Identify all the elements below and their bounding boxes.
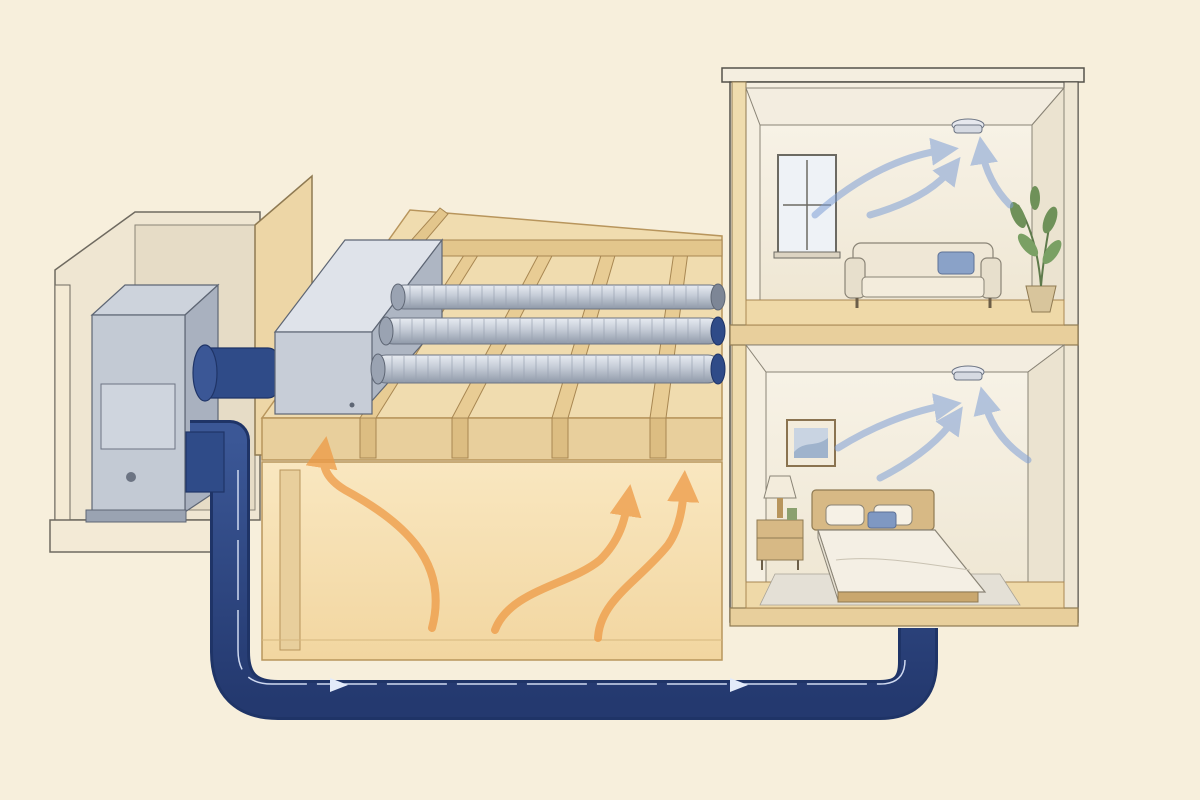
return-arrow-2 — [730, 678, 748, 692]
bed — [811, 489, 987, 603]
lower-air-arrow-2 — [876, 406, 963, 482]
upper-air-arrow-3 — [970, 136, 1014, 209]
sofa — [844, 242, 1002, 308]
warm-air-arrow-2 — [491, 484, 642, 634]
ceiling-diffuser-lower — [951, 365, 985, 381]
upper-air-arrow-1 — [811, 137, 959, 219]
flex-duct-2 — [378, 316, 726, 346]
warm-air-arrow-1 — [305, 436, 440, 632]
ceiling-diffuser-upper — [951, 118, 985, 134]
warm-air-arrow-3 — [594, 470, 700, 642]
flex-duct-1 — [390, 283, 726, 311]
return-duct — [185, 420, 938, 720]
supply-collar — [192, 344, 279, 402]
return-arrow-1 — [330, 678, 348, 692]
upper-air-arrow-2 — [866, 156, 961, 219]
table-lamp — [756, 475, 804, 570]
framed-picture — [786, 419, 836, 467]
lower-air-arrow-3 — [973, 386, 1032, 464]
flex-duct-3 — [370, 353, 726, 385]
potted-plant — [1009, 186, 1062, 313]
